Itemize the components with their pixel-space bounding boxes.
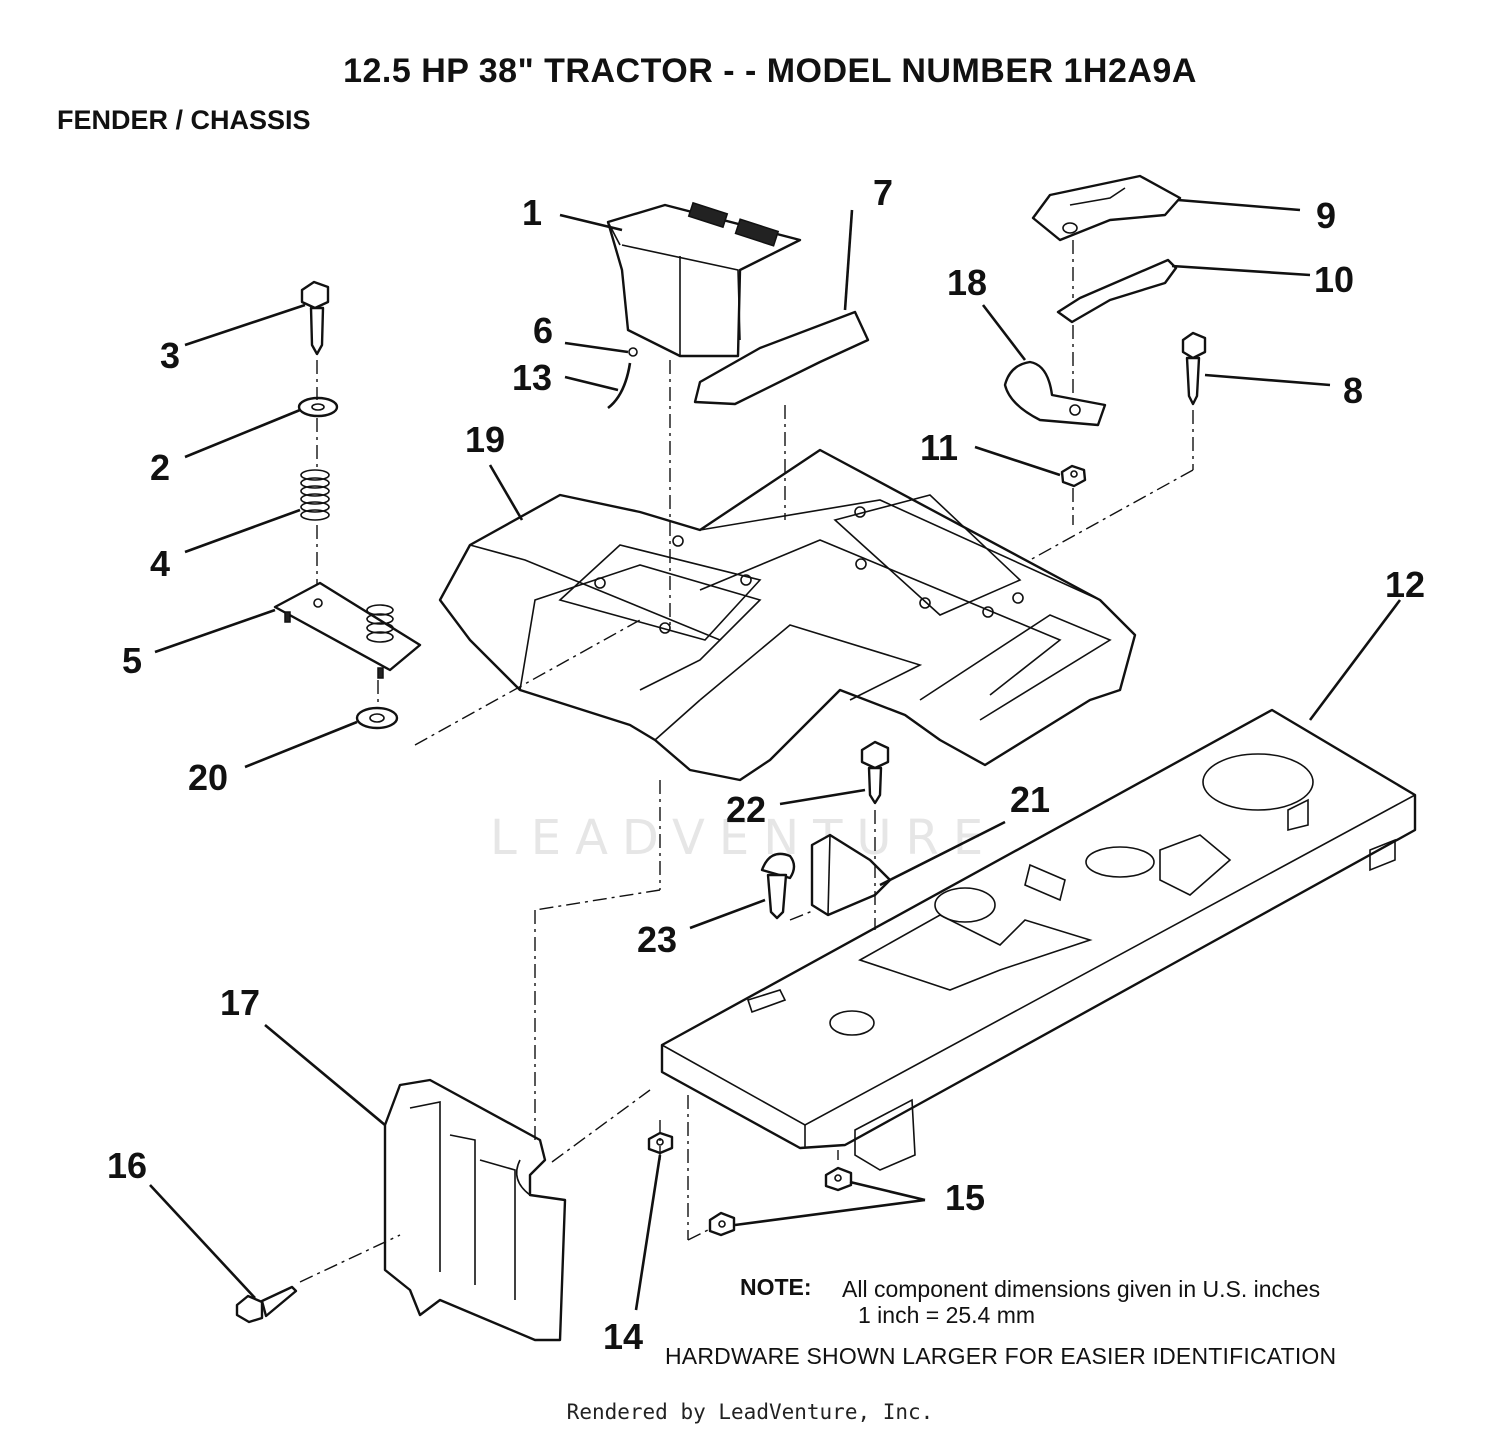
bolt-part-22	[860, 740, 890, 805]
note-conversion: 1 inch = 25.4 mm	[858, 1302, 1036, 1328]
washer-part-2	[297, 396, 339, 418]
plate-part-10	[1056, 258, 1178, 324]
callout-5: 5	[122, 640, 142, 681]
callout-16: 16	[107, 1145, 147, 1186]
callout-6: 6	[533, 310, 553, 351]
callout-20: 20	[188, 757, 228, 798]
callout-18: 18	[947, 262, 987, 303]
plate-part-17	[383, 1078, 567, 1342]
callout-11: 11	[920, 427, 958, 468]
callout-4: 4	[150, 543, 170, 584]
callout-23: 23	[637, 919, 677, 960]
nut-part-15	[708, 1166, 853, 1237]
plate-part-5	[273, 581, 422, 679]
bracket-part-21	[810, 833, 892, 917]
cover-part-9	[1031, 174, 1182, 242]
callout-7: 7	[873, 172, 893, 213]
callout-13: 13	[512, 357, 552, 398]
fender-part-19	[438, 448, 1137, 782]
footer-credit: Rendered by LeadVenture, Inc.	[566, 1400, 934, 1424]
callout-9: 9	[1316, 195, 1336, 236]
callout-14: 14	[603, 1316, 643, 1357]
callout-17: 17	[220, 982, 260, 1023]
carriage-bolt-part-23	[760, 852, 796, 920]
callout-3: 3	[160, 335, 180, 376]
callout-15: 15	[945, 1177, 985, 1218]
callout-21: 21	[1010, 779, 1050, 820]
bolt-part-3	[300, 280, 330, 356]
note-label: NOTE:	[740, 1274, 812, 1300]
bolt-part-8	[1181, 331, 1207, 406]
callout-1: 1	[522, 192, 542, 233]
chassis-frame-part-12	[660, 708, 1417, 1171]
washer-part-20	[355, 706, 399, 730]
hose-part-13	[607, 362, 632, 410]
callout-22: 22	[726, 789, 766, 830]
bracket-part-18	[1003, 360, 1107, 427]
callout-8: 8	[1343, 370, 1363, 411]
note-hardware: HARDWARE SHOWN LARGER FOR EASIER IDENTIF…	[665, 1343, 1337, 1369]
bolt-part-16	[235, 1285, 298, 1324]
pad-part-7	[693, 310, 870, 406]
callout-19: 19	[465, 419, 505, 460]
note-dimensions: All component dimensions given in U.S. i…	[842, 1276, 1321, 1302]
leader-lines	[149, 198, 1402, 1311]
callout-12: 12	[1385, 564, 1425, 605]
callout-2: 2	[150, 447, 170, 488]
diagram-subtitle: FENDER / CHASSIS	[57, 105, 311, 135]
watermark-text: LEADVENTURE	[490, 810, 998, 866]
assembly-lines	[299, 240, 1194, 1283]
callout-labels: 1 3 2 4 5 20 6 13 19 7 9 10 18 8 11 12 2…	[107, 172, 1425, 1357]
spring-part-4	[300, 469, 330, 521]
battery-box-part-1	[606, 201, 802, 358]
diagram-title: 12.5 HP 38" TRACTOR - - MODEL NUMBER 1H2…	[343, 52, 1197, 90]
clip-part-6	[628, 347, 638, 357]
callout-10: 10	[1314, 259, 1354, 300]
nut-part-11	[1060, 464, 1087, 488]
